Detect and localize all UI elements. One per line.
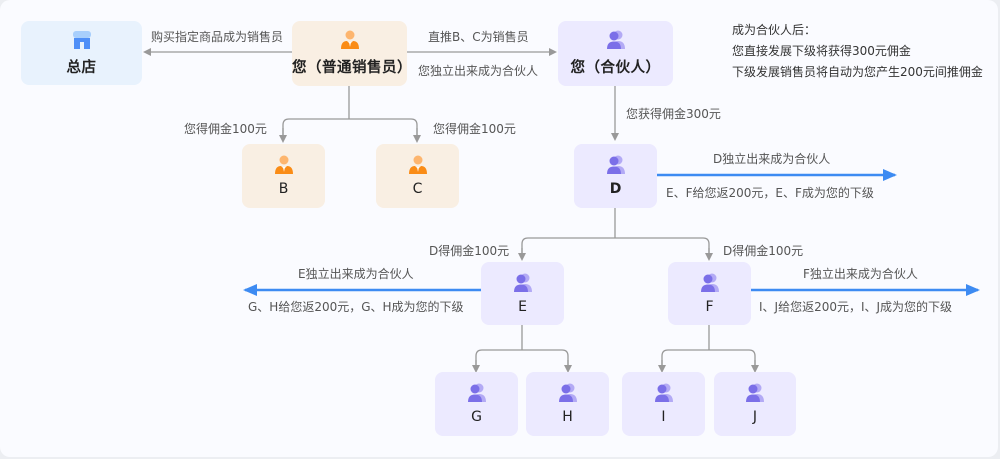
node-i[interactable]: I: [622, 372, 705, 436]
edge-label-d-out-bottom: E、F给您返200元，E、F成为您的下级: [666, 186, 874, 200]
edge-label-f-out-top: F独立出来成为合伙人: [803, 267, 918, 281]
node-you-partner[interactable]: 您（合伙人）: [558, 21, 673, 86]
partner-icon: [558, 383, 577, 402]
edge-label-f-out-bottom: I、J给您返200元，I、J成为您的下级: [759, 300, 953, 314]
partner-icon: [606, 30, 625, 49]
node-label: H: [562, 409, 573, 425]
partner-icon: [700, 273, 719, 292]
node-h[interactable]: H: [526, 372, 609, 436]
node-label: C: [412, 181, 423, 197]
node-c[interactable]: C: [376, 144, 459, 208]
partner-icon: [467, 383, 486, 402]
node-label: B: [278, 181, 289, 197]
edge-to-gh: [475, 325, 569, 366]
salesperson-icon: [274, 155, 293, 174]
partner-icon: [606, 155, 625, 174]
edge-label-to-c: 您得佣金100元: [433, 122, 516, 136]
salesperson-icon: [408, 155, 427, 174]
node-g[interactable]: G: [435, 372, 518, 436]
edge-to-ef: [521, 207, 710, 256]
node-label: 您（普通销售员）: [292, 60, 412, 76]
node-label: E: [518, 298, 527, 315]
edge-label-to-store: 购买指定商品成为销售员: [151, 30, 284, 44]
node-f[interactable]: F: [668, 262, 751, 325]
partner-icon: [654, 383, 673, 402]
partner-icon: [513, 273, 532, 292]
partner-benefits-note: 成为合伙人后： 您直接发展下级将获得300元佣金 下级发展销售员将自动为您产生2…: [732, 20, 983, 83]
node-label: 您（合伙人）: [570, 60, 661, 76]
node-label: G: [471, 409, 482, 425]
edge-label-to-f: D得佣金100元: [723, 244, 804, 258]
edge-label-to-partner-top: 直推B、C为销售员: [428, 30, 529, 44]
note-line-1: 您直接发展下级将获得300元佣金: [732, 44, 911, 58]
note-title: 成为合伙人后：: [732, 23, 817, 37]
edge-label-e-out-bottom: G、H给您返200元，G、H成为您的下级: [248, 300, 464, 314]
note-line-2: 下级发展销售员将自动为您产生200元间推佣金: [732, 65, 983, 79]
salesperson-icon: [340, 30, 359, 49]
node-label: 总店: [66, 59, 97, 76]
node-store[interactable]: 总店: [21, 21, 142, 85]
node-label: J: [752, 409, 758, 425]
node-d[interactable]: D: [574, 144, 657, 208]
node-label: D: [609, 181, 622, 197]
node-label: I: [661, 409, 666, 425]
node-j[interactable]: J: [714, 372, 796, 436]
node-you-salesperson[interactable]: 您（普通销售员）: [292, 21, 412, 86]
edge-label-to-d: 您获得佣金300元: [626, 107, 721, 121]
node-e[interactable]: E: [481, 262, 564, 325]
edge-to-bc: [282, 86, 418, 138]
partner-icon: [746, 383, 764, 402]
edge-label-d-out-top: D独立出来成为合伙人: [713, 152, 831, 166]
edge-label-e-out-top: E独立出来成为合伙人: [298, 267, 414, 281]
store-icon: [72, 30, 91, 49]
node-b[interactable]: B: [242, 144, 325, 208]
edge-label-to-partner-bottom: 您独立出来成为合伙人: [418, 64, 539, 78]
edge-label-to-e: D得佣金100元: [429, 244, 510, 258]
node-label: F: [705, 298, 714, 315]
edge-label-to-b: 您得佣金100元: [184, 122, 267, 136]
edge-to-ij: [661, 325, 756, 366]
